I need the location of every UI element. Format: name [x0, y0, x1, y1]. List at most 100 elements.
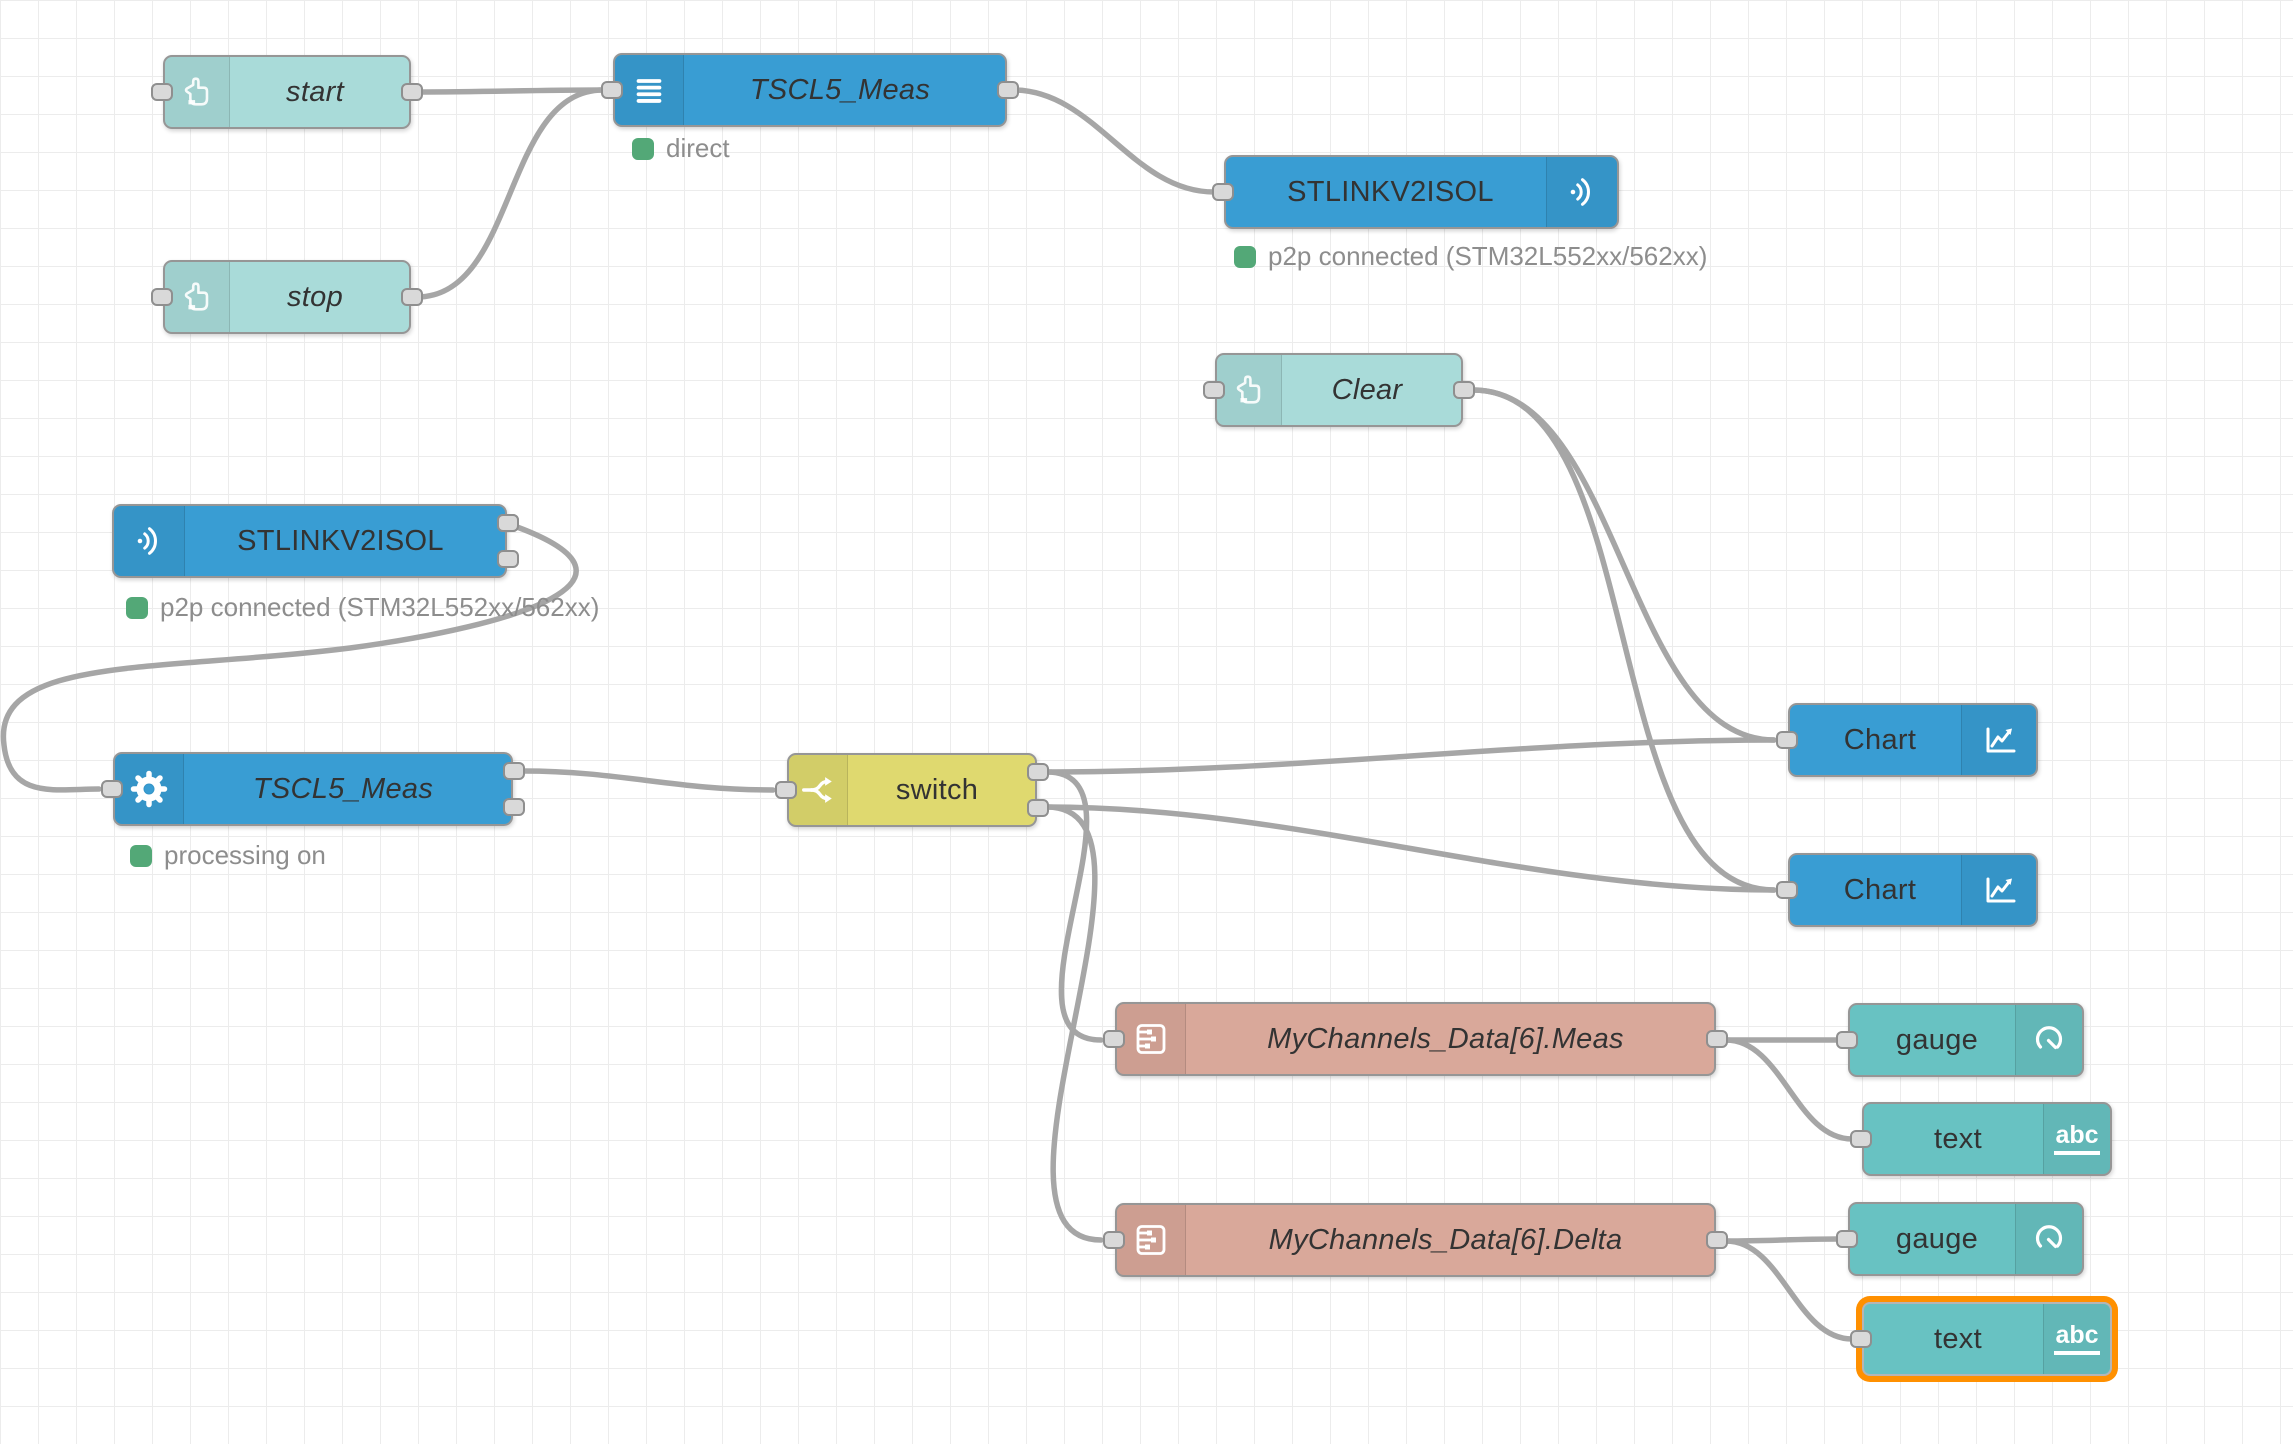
node-label: stop	[286, 280, 343, 313]
wire[interactable]	[1723, 1236, 1841, 1244]
status-text: p2p connected (STM32L552xx/562xx)	[160, 592, 600, 622]
gauge-icon	[2015, 1204, 2082, 1274]
inject-button-icon	[165, 57, 230, 127]
node-label: MyChannels_Data[6].Delta	[1268, 1223, 1623, 1256]
node-status: direct	[632, 133, 730, 164]
output-port-1[interactable]	[1027, 763, 1049, 781]
wire[interactable]	[414, 87, 606, 95]
input-port[interactable]	[775, 781, 797, 799]
node-stlink-left[interactable]: STLINKV2ISOL	[112, 504, 519, 578]
wire[interactable]	[1044, 737, 1777, 775]
gauge-icon	[2015, 1005, 2082, 1075]
output-port[interactable]	[401, 83, 423, 101]
output-port-2[interactable]	[503, 798, 525, 816]
node-status: p2p connected (STM32L552xx/562xx)	[126, 592, 599, 623]
output-port-2[interactable]	[497, 550, 519, 568]
input-port[interactable]	[1776, 881, 1798, 899]
node-label: Clear	[1331, 373, 1403, 406]
node-inject-clear[interactable]: Clear	[1203, 353, 1475, 427]
wire[interactable]	[1044, 804, 1104, 1243]
input-port[interactable]	[1776, 731, 1798, 749]
node-tscl5-meas-left[interactable]: TSCL5_Meas	[101, 752, 525, 826]
wire[interactable]	[1470, 387, 1777, 743]
inject-button-icon	[165, 262, 230, 332]
node-label: STLINKV2ISOL	[1287, 175, 1494, 208]
node-status: p2p connected (STM32L552xx/562xx)	[1234, 241, 1707, 272]
node-label: text	[1934, 1322, 1982, 1355]
output-port-1[interactable]	[497, 514, 519, 532]
node-gauge-top[interactable]: gauge	[1836, 1003, 2084, 1077]
status-dot-icon	[126, 596, 148, 619]
input-port[interactable]	[1203, 381, 1225, 399]
input-port[interactable]	[601, 81, 623, 99]
node-switch[interactable]: switch	[775, 753, 1049, 827]
output-port[interactable]	[1706, 1030, 1728, 1048]
status-dot-icon	[130, 844, 152, 867]
output-port[interactable]	[401, 288, 423, 306]
node-inject-stop[interactable]: stop	[151, 260, 423, 334]
node-chart-top[interactable]: Chart	[1776, 703, 2038, 777]
status-dot-icon	[632, 137, 654, 160]
output-port[interactable]	[1706, 1231, 1728, 1249]
wire[interactable]	[1723, 1037, 1855, 1142]
output-port[interactable]	[997, 81, 1019, 99]
output-port-2[interactable]	[1027, 799, 1049, 817]
input-port[interactable]	[1212, 183, 1234, 201]
wifi-signal-icon	[114, 506, 185, 576]
wire[interactable]	[1044, 804, 1777, 893]
wire[interactable]	[1470, 387, 1777, 893]
wire[interactable]	[414, 87, 606, 300]
node-tscl5-meas-top[interactable]: TSCL5_Meas	[601, 53, 1019, 127]
line-chart-icon	[1961, 705, 2036, 775]
wire[interactable]	[0, 524, 579, 793]
output-port-1[interactable]	[503, 762, 525, 780]
abc-text-icon: abc	[2043, 1104, 2110, 1174]
input-port[interactable]	[151, 83, 173, 101]
wire[interactable]	[1723, 1238, 1855, 1342]
input-port[interactable]	[1836, 1230, 1858, 1248]
node-label: TSCL5_Meas	[749, 73, 931, 106]
inject-button-icon	[1217, 355, 1282, 425]
input-port[interactable]	[1103, 1231, 1125, 1249]
status-text: p2p connected (STM32L552xx/562xx)	[1268, 241, 1708, 271]
node-stlink-top[interactable]: STLINKV2ISOL	[1212, 155, 1619, 229]
line-chart-icon	[1961, 855, 2036, 925]
gear-icon	[115, 754, 184, 824]
status-text: processing on	[164, 840, 326, 870]
node-mychannels-delta[interactable]: MyChannels_Data[6].Delta	[1103, 1203, 1728, 1277]
node-label: STLINKV2ISOL	[237, 524, 444, 557]
input-port[interactable]	[151, 288, 173, 306]
node-label: switch	[895, 773, 979, 806]
node-inject-start[interactable]: start	[151, 55, 423, 129]
node-label: start	[286, 75, 344, 108]
node-gauge-bottom[interactable]: gauge	[1836, 1202, 2084, 1276]
input-port[interactable]	[1103, 1030, 1125, 1048]
input-port[interactable]	[1836, 1031, 1858, 1049]
node-label: gauge	[1895, 1023, 1979, 1056]
node-status: processing on	[130, 840, 326, 871]
data-structure-icon	[1117, 1004, 1186, 1074]
node-mychannels-meas[interactable]: MyChannels_Data[6].Meas	[1103, 1002, 1728, 1076]
wire[interactable]	[1010, 87, 1217, 195]
output-port[interactable]	[1453, 381, 1475, 399]
abc-text-icon: abc	[2043, 1304, 2110, 1374]
input-port[interactable]	[1850, 1330, 1872, 1348]
data-structure-icon	[1117, 1205, 1186, 1275]
node-chart-bottom[interactable]: Chart	[1776, 853, 2038, 927]
switch-route-icon	[789, 755, 848, 825]
node-label: MyChannels_Data[6].Meas	[1267, 1022, 1624, 1055]
node-text-top[interactable]: abc text	[1850, 1102, 2112, 1176]
wifi-signal-icon	[1546, 157, 1617, 227]
input-port[interactable]	[1850, 1130, 1872, 1148]
node-text-bottom[interactable]: abc text	[1850, 1302, 2112, 1376]
node-label: gauge	[1895, 1222, 1979, 1255]
node-label: Chart	[1843, 723, 1917, 756]
input-port[interactable]	[101, 780, 123, 798]
menu-list-icon	[615, 55, 684, 125]
wire[interactable]	[520, 768, 776, 793]
status-text: direct	[666, 133, 730, 163]
node-label: text	[1934, 1122, 1982, 1155]
wire[interactable]	[1044, 769, 1104, 1043]
